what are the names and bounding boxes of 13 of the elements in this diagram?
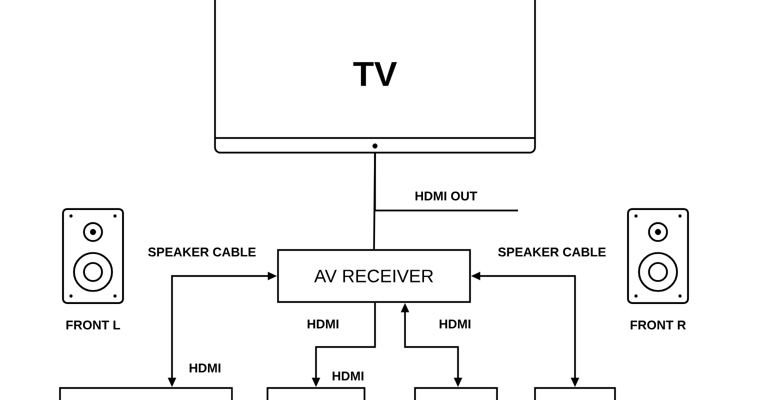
cable-label: HDMI: [190, 364, 220, 372]
edge-label: SPEAKER CABLE: [146, 246, 258, 258]
speaker-label: FRONT R: [630, 320, 686, 330]
device-box: AV RECEIVER: [277, 249, 471, 303]
device-box: [59, 387, 233, 400]
edge-label: HDMI OUT: [413, 190, 479, 202]
edge-label: SPEAKER CABLE: [496, 246, 608, 258]
device-box: [534, 387, 616, 400]
connector: [374, 154, 518, 212]
speaker-label: FRONT L: [66, 320, 120, 330]
device-box: [266, 387, 366, 400]
device-box: [414, 387, 498, 400]
tv-screen: TV: [214, 0, 536, 154]
